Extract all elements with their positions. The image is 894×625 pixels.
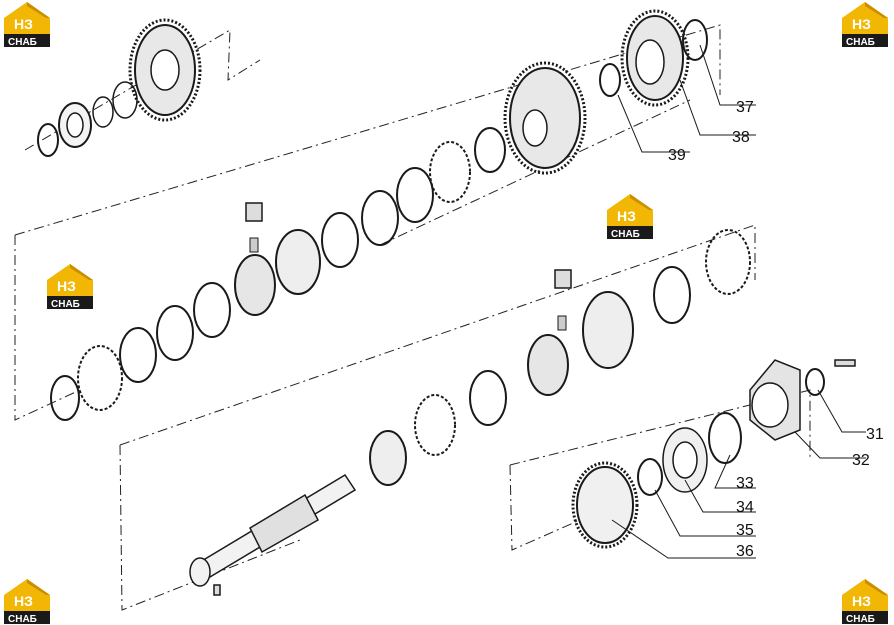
svg-text:НЗ: НЗ: [14, 16, 33, 32]
svg-text:НЗ: НЗ: [617, 208, 636, 224]
lower-synchro-row: [369, 229, 751, 486]
watermark-logo-top-right: НЗ СНАБ: [840, 0, 890, 48]
svg-text:СНАБ: СНАБ: [51, 299, 80, 310]
watermark-logo-center-upper: НЗ СНАБ: [605, 192, 655, 240]
svg-text:СНАБ: СНАБ: [611, 229, 640, 240]
callout-39: 39: [668, 147, 686, 164]
watermark-logo-bottom-right: НЗ СНАБ: [840, 577, 890, 625]
assembly-boundary-lines: [14, 24, 811, 611]
svg-text:НЗ: НЗ: [852, 16, 871, 32]
callout-32: 32: [852, 452, 870, 469]
output-assembly: [571, 359, 856, 549]
leader-lines: [611, 44, 866, 559]
watermark-logo-bottom-left: НЗ СНАБ: [2, 577, 52, 625]
callout-31: 31: [866, 426, 884, 443]
main-shaft: [189, 473, 357, 596]
svg-text:СНАБ: СНАБ: [846, 614, 875, 625]
svg-text:НЗ: НЗ: [14, 593, 33, 609]
callout-38: 38: [732, 129, 750, 146]
callout-37: 37: [736, 99, 754, 116]
top-left-gear-group: [37, 18, 202, 157]
svg-text:СНАБ: СНАБ: [846, 37, 875, 48]
watermark-logo-left-middle: НЗ СНАБ: [45, 262, 95, 310]
svg-text:НЗ: НЗ: [852, 593, 871, 609]
top-right-gear-group: [503, 9, 708, 175]
svg-text:НЗ: НЗ: [57, 278, 76, 294]
watermark-logo-top-left: НЗ СНАБ: [2, 0, 52, 48]
upper-synchro-row: [50, 127, 506, 421]
svg-text:СНАБ: СНАБ: [8, 614, 37, 625]
callout-labels: 31 32 33 34 35 36 37 38 39: [668, 99, 884, 560]
callout-35: 35: [736, 522, 754, 539]
callout-36: 36: [736, 543, 754, 560]
callout-33: 33: [736, 475, 754, 492]
callout-34: 34: [736, 499, 754, 516]
svg-text:СНАБ: СНАБ: [8, 37, 37, 48]
